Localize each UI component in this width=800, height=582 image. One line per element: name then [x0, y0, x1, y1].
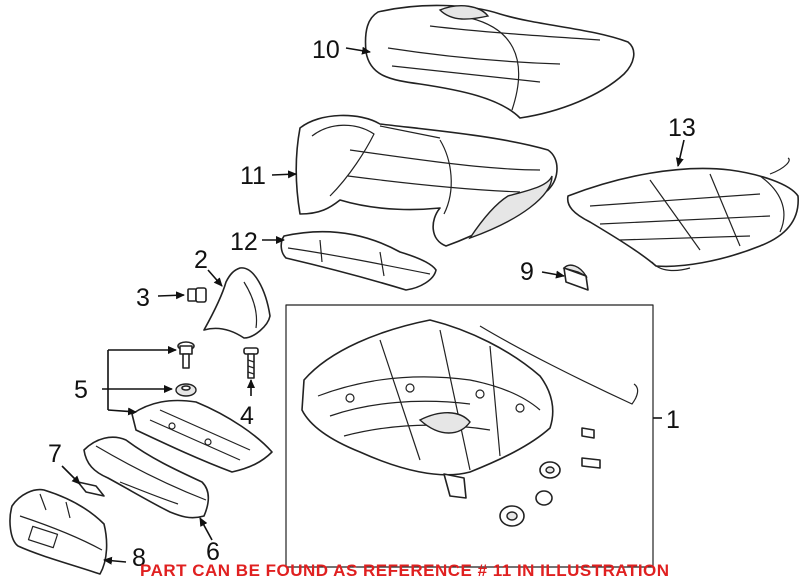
callout-3: 3: [136, 284, 150, 312]
callout-13: 13: [668, 114, 696, 142]
callout-7: 7: [48, 440, 62, 468]
part-11-seat-cushion[interactable]: [295, 114, 558, 247]
part-12-pad[interactable]: [280, 230, 437, 291]
part-2-side-trim[interactable]: [203, 267, 271, 339]
part-5-bolt[interactable]: [175, 341, 197, 397]
callout-1: 1: [666, 406, 680, 434]
part-4-pin[interactable]: [243, 347, 259, 379]
callout-12: 12: [230, 228, 258, 256]
part-13-heater[interactable]: [566, 157, 799, 272]
part-8-tray[interactable]: [9, 488, 108, 575]
part-1-frame-group[interactable]: [285, 304, 654, 568]
part-9-connector[interactable]: [562, 264, 589, 291]
notice-text: PART CAN BE FOUND AS REFERENCE # 11 IN I…: [140, 561, 670, 580]
callout-5: 5: [74, 376, 88, 404]
callout-11: 11: [240, 162, 266, 190]
part-7-clip[interactable]: [77, 481, 105, 497]
callout-10: 10: [312, 36, 340, 64]
part-6-trim-panel[interactable]: [83, 436, 210, 519]
leader-lines: [61, 46, 685, 565]
part-10-seat-cover[interactable]: [364, 4, 635, 119]
part-3-screw[interactable]: [187, 287, 207, 303]
callout-labels: 10 11 12 13 9 2 3 5 4 1 7 6 8: [48, 36, 696, 572]
callout-9: 9: [520, 258, 534, 286]
callout-8: 8: [132, 544, 146, 572]
callout-4: 4: [240, 402, 254, 430]
callout-6: 6: [206, 538, 220, 566]
callout-2: 2: [194, 246, 208, 274]
bracket[interactable]: [131, 399, 273, 473]
